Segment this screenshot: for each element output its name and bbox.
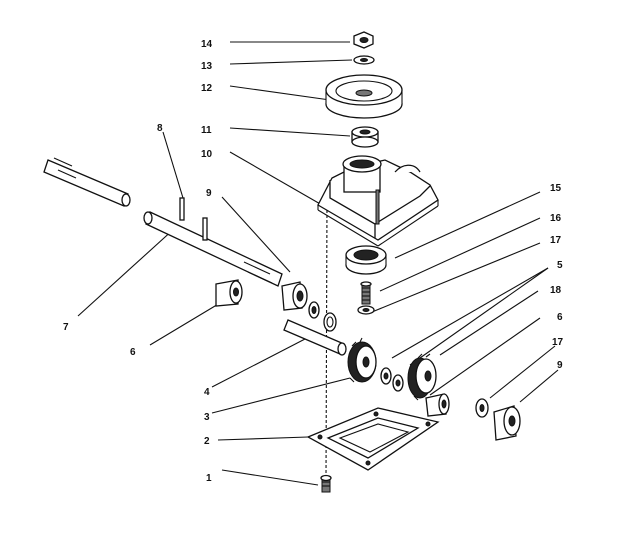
- callout-6-left: 6: [130, 347, 136, 358]
- part-14-nut: [353, 31, 374, 49]
- part-18-gear: [407, 353, 437, 401]
- callout-11: 11: [201, 125, 212, 136]
- callout-17-top: 17: [550, 235, 562, 246]
- part-8-pins: [179, 197, 208, 241]
- callout-13: 13: [201, 61, 213, 72]
- part-6-bushing-right: [425, 393, 450, 417]
- part-17-washer-right: [475, 398, 489, 418]
- callout-12: 12: [201, 83, 213, 94]
- axle-washers: [308, 301, 337, 332]
- callout-3: 3: [204, 412, 210, 423]
- callout-8: 8: [157, 123, 163, 134]
- part-3-gear: [347, 337, 377, 383]
- callout-16: 16: [550, 213, 562, 224]
- callout-5: 5: [557, 260, 563, 271]
- callout-15: 15: [550, 183, 562, 194]
- callout-1: 1: [206, 473, 212, 484]
- part-9-bushing-right: [493, 405, 521, 441]
- part-2-cover-plate: [306, 407, 440, 471]
- part-7-axle: [143, 211, 283, 287]
- callout-9-left: 9: [206, 188, 212, 199]
- part-11-spacer: [351, 126, 379, 148]
- callout-18: 18: [550, 285, 562, 296]
- callout-17-right: 17: [552, 337, 564, 348]
- callout-14: 14: [201, 39, 213, 50]
- callout-6-right: 6: [557, 312, 563, 323]
- part-shaft-upper: [43, 157, 131, 207]
- part-5-washers: [380, 367, 404, 392]
- leader-lines: [77, 41, 559, 486]
- part-16-worm: [360, 281, 372, 305]
- part-1-screw: [320, 474, 332, 493]
- callout-9-right: 9: [557, 360, 563, 371]
- callout-labels: 14 13 12 11 10 8 9 7 6 4 3 2 1 15 16 17 …: [63, 39, 564, 484]
- part-9-bushing-left: [281, 281, 308, 311]
- callout-4: 4: [204, 387, 210, 398]
- callout-7: 7: [63, 322, 69, 333]
- part-12-pulley: [325, 74, 403, 119]
- part-10-housing: [317, 155, 439, 247]
- callout-10: 10: [201, 149, 213, 160]
- part-13-washer: [353, 55, 375, 65]
- part-17-washer-upper: [357, 305, 375, 315]
- part-15-bearing: [345, 245, 387, 275]
- part-6-bushing-left: [215, 279, 243, 307]
- part-4-shaft: [283, 319, 347, 356]
- callout-2: 2: [204, 436, 210, 447]
